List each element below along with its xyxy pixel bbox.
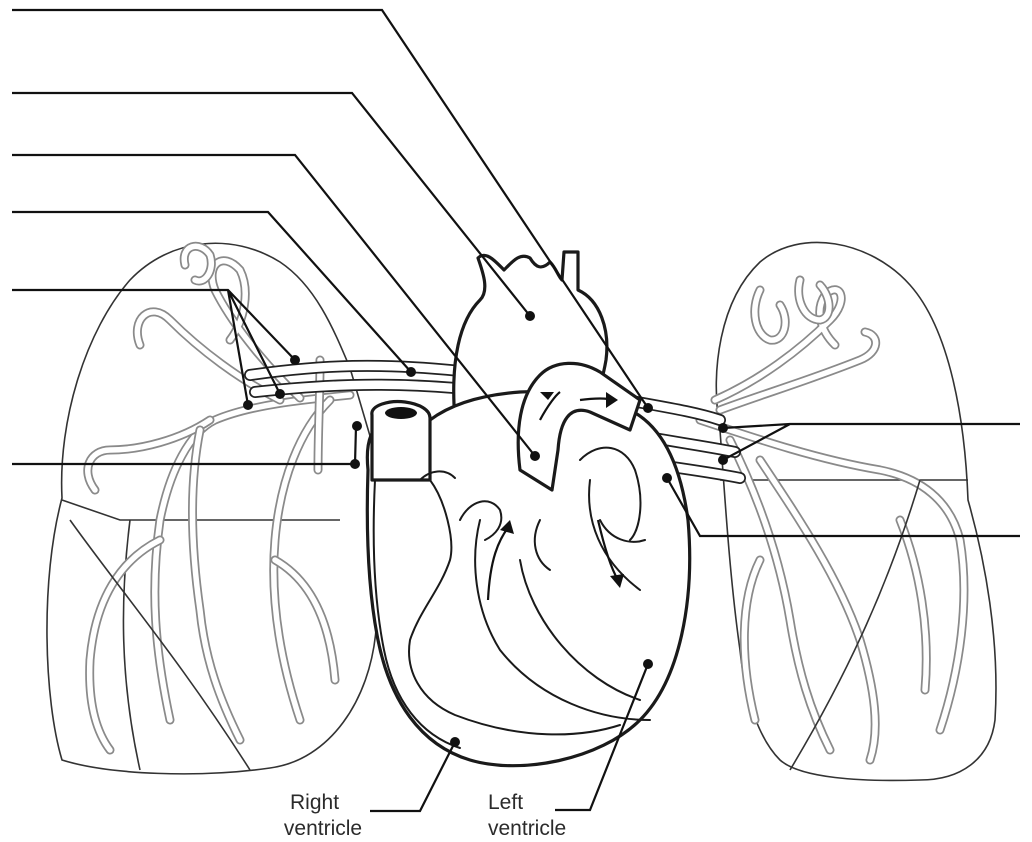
right-ventricle-label-line1: Right bbox=[268, 790, 378, 816]
pointer-dot-7b bbox=[718, 455, 728, 465]
left-ventricle-label-line1: Left bbox=[484, 790, 594, 816]
left-ventricle-label-line2: ventricle bbox=[484, 816, 594, 842]
right-ventricle-label-line2: ventricle bbox=[268, 816, 378, 842]
pointer-dot-7a bbox=[718, 423, 728, 433]
pointer-dot-5b bbox=[275, 389, 285, 399]
pointer-dot-8 bbox=[662, 473, 672, 483]
pointer-dot-3 bbox=[530, 451, 540, 461]
heart bbox=[367, 252, 689, 766]
pointer-dot-right-ventricle bbox=[450, 737, 460, 747]
pointer-dot-5a bbox=[290, 355, 300, 365]
right-lung bbox=[47, 243, 380, 774]
pointer-dot-5c bbox=[243, 400, 253, 410]
leader-right-ventricle bbox=[370, 742, 455, 811]
pointer-dot-2 bbox=[525, 311, 535, 321]
pointer-dot-left-ventricle bbox=[643, 659, 653, 669]
pointer-dot-1 bbox=[643, 403, 653, 413]
right-ventricle-label: Right ventricle bbox=[268, 790, 378, 842]
pointer-dot-6b bbox=[350, 459, 360, 469]
pointer-dot-4 bbox=[406, 367, 416, 377]
pointer-dot-6a bbox=[352, 421, 362, 431]
left-lung bbox=[700, 242, 996, 780]
left-ventricle-label: Left ventricle bbox=[484, 790, 594, 842]
leader-blank-2 bbox=[12, 93, 530, 316]
